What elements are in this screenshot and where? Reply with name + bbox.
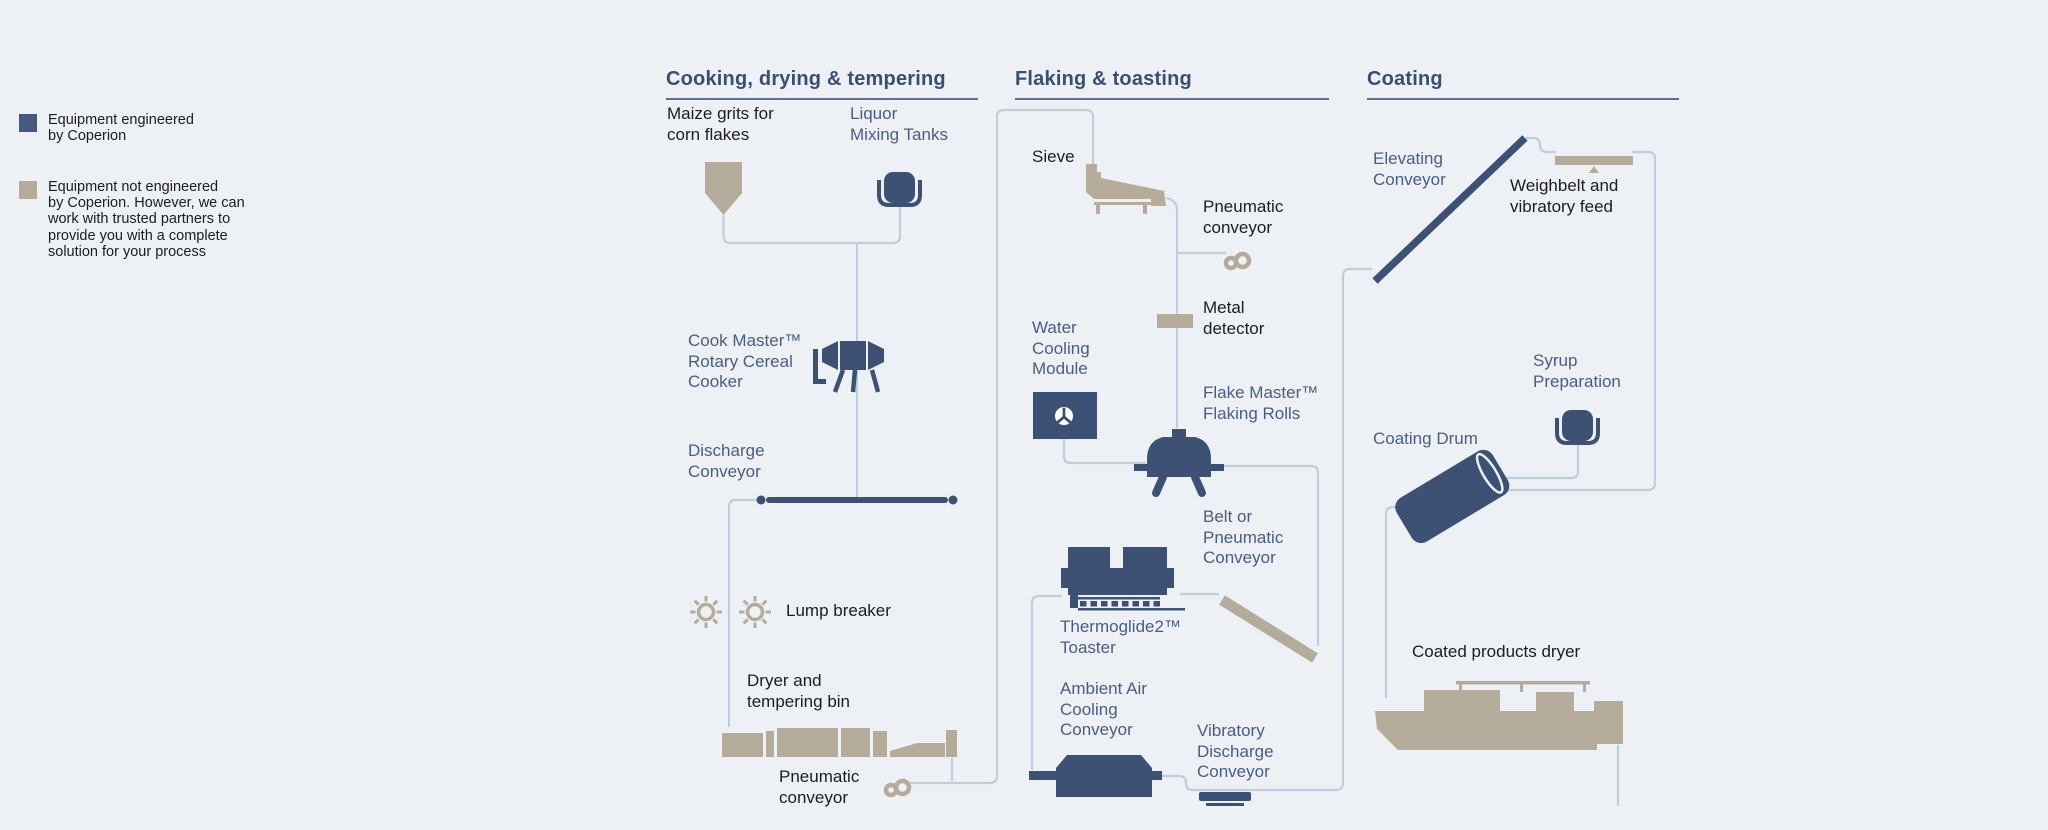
line-tank-to-merge: [857, 207, 902, 245]
maize-hopper-icon: [705, 162, 742, 215]
elevating-conveyor-icon: [1372, 135, 1528, 284]
label-sieve: Sieve: [1032, 147, 1075, 166]
line-rolls-to-belt: [1212, 464, 1320, 646]
sieve-icon: [1086, 164, 1166, 214]
label-belt-pneumatic-conveyor: Belt or Pneumatic Conveyor: [1203, 507, 1284, 568]
legend-item-engineered: Equipment engineered by Coperion: [19, 112, 279, 144]
line-hopper-to-merge: [722, 215, 857, 245]
line-s1-to-sieve: [909, 108, 1095, 785]
label-elevating-conveyor: Elevating Conveyor: [1373, 149, 1446, 189]
liquor-mixing-tank-icon: [877, 172, 922, 207]
label-dryer-tempering-bin: Dryer and tempering bin: [747, 671, 851, 711]
vibratory-discharge-conveyor-icon: [1199, 792, 1251, 806]
legend-item-not-engineered: Equipment not engineered by Coperion. Ho…: [19, 179, 299, 260]
legend-text-not-engineered: Equipment not engineered by Coperion. Ho…: [48, 179, 245, 260]
label-coated-products-dryer: Coated products dryer: [1412, 642, 1581, 661]
label-pneumatic-conveyor-1: Pneumatic conveyor: [779, 767, 860, 807]
rotary-cereal-cooker-icon: [813, 341, 884, 393]
pneumatic-conveyor2-icon: [1223, 251, 1252, 271]
dryer-tempering-bin-icon: [722, 728, 957, 757]
line-ambient-to-elevating: [1161, 267, 1372, 792]
legend-swatch-tan: [19, 181, 37, 199]
pneumatic-conveyor1-icon: [883, 778, 912, 798]
label-coating-drum: Coating Drum: [1373, 429, 1478, 448]
label-weighbelt: Weighbelt and vibratory feed: [1510, 176, 1619, 216]
water-cooling-module-icon: [1033, 392, 1097, 439]
flaking-rolls-icon: [1134, 429, 1224, 497]
legend-text-engineered: Equipment engineered by Coperion: [48, 112, 194, 145]
label-thermoglide-toaster: Thermoglide2™ Toaster: [1060, 617, 1181, 657]
label-vibratory-discharge-conveyor: Vibratory Discharge Conveyor: [1197, 721, 1274, 782]
line-elevating-to-weighbelt: [1526, 136, 1556, 154]
label-liquor-mixing-tanks: Liquor Mixing Tanks: [850, 104, 948, 144]
line-wcm-to-rolls: [1062, 439, 1146, 465]
label-maize-grits: Maize grits for corn flakes: [667, 104, 774, 144]
line-drum-to-dryer: [1384, 505, 1408, 698]
label-cook-master: Cook Master™ Rotary Cereal Cooker: [688, 331, 802, 392]
label-metal-detector: Metal detector: [1203, 298, 1265, 338]
section-header-cooking: Cooking, drying & tempering: [666, 68, 978, 100]
section-header-coating: Coating: [1367, 68, 1679, 100]
label-syrup-preparation: Syrup Preparation: [1533, 351, 1621, 391]
section-header-flaking: Flaking & toasting: [1015, 68, 1329, 100]
line-syrup-to-drum: [1499, 443, 1580, 480]
line-conveyor-to-dryer: [727, 498, 758, 727]
connector-lines: [722, 108, 1657, 806]
label-ambient-cooling-conveyor: Ambient Air Cooling Conveyor: [1060, 679, 1147, 740]
belt-pneumatic-conveyor-icon: [1219, 595, 1318, 663]
legend-swatch-navy: [19, 114, 37, 132]
label-pneumatic-conveyor-2: Pneumatic conveyor: [1203, 197, 1284, 237]
line-sieve-down: [1165, 196, 1179, 428]
lump-breaker-icon: [690, 596, 771, 628]
line-toaster-to-ambient: [1030, 594, 1062, 770]
thermoglide-toaster-icon: [1061, 547, 1185, 611]
label-flake-master: Flake Master™ Flaking Rolls: [1203, 383, 1319, 423]
weighbelt-icon: [1555, 156, 1633, 173]
syrup-tank-icon: [1555, 410, 1600, 445]
line-weighbelt-to-drum: [1503, 150, 1657, 492]
coated-products-dryer-icon: [1375, 681, 1623, 750]
label-discharge-conveyor: Discharge Conveyor: [688, 441, 765, 481]
coating-drum-icon: [1395, 449, 1510, 544]
ambient-cooling-conveyor-icon: [1029, 755, 1162, 797]
label-water-cooling-module: Water Cooling Module: [1032, 318, 1090, 379]
metal-detector-icon: [1157, 314, 1193, 328]
discharge-conveyor-icon: [756, 495, 958, 505]
label-lump-breaker: Lump breaker: [786, 601, 891, 620]
